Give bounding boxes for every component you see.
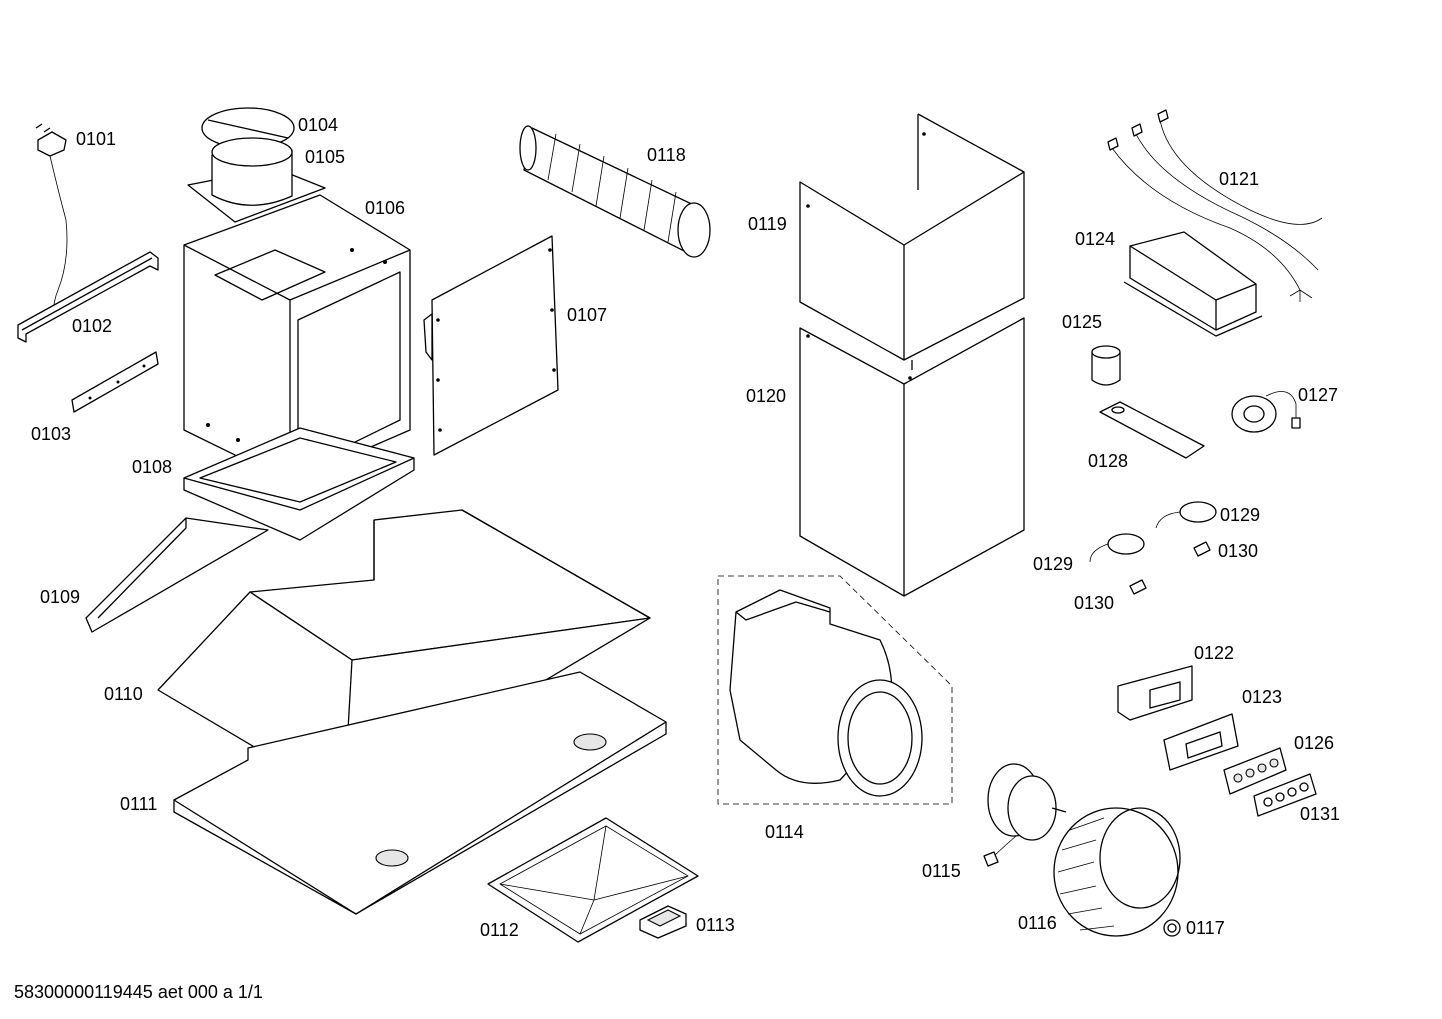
label-0118: 0118: [647, 145, 686, 165]
push-button-switch-icon: [1223, 747, 1287, 795]
button-cover-icon: [1253, 773, 1317, 817]
bulb-icon: [1193, 541, 1211, 557]
hood-base-icon: [173, 671, 667, 915]
label-0125: 0125: [1062, 312, 1103, 332]
blower-housing-icon: [717, 575, 953, 805]
label-0115: 0115: [922, 861, 961, 881]
power-cord-icon: [35, 123, 68, 319]
label-0103: 0103: [31, 424, 72, 444]
bracket-strip-icon: [71, 351, 159, 413]
label-0104: 0104: [298, 115, 339, 135]
label-0102: 0102: [72, 316, 113, 336]
housing-box-icon: [183, 194, 411, 483]
capacitor-icon: [1091, 345, 1121, 386]
label-0123: 0123: [1242, 687, 1283, 707]
filter-handle-icon: [639, 905, 687, 939]
label-0110: 0110: [104, 684, 143, 704]
frame-icon: [183, 427, 415, 541]
bulb-icon: [1129, 579, 1147, 595]
wire-harness-icon: [1107, 109, 1323, 302]
label-0111: 0111: [120, 794, 158, 814]
label-0126: 0126: [1294, 733, 1335, 753]
label-0129-lower: 0129: [1033, 554, 1074, 574]
fan-wheel-icon: [1053, 807, 1181, 937]
lower-chimney-icon: [799, 317, 1025, 597]
label-0109: 0109: [40, 587, 81, 607]
upper-chimney-icon: [799, 113, 1025, 361]
label-0117: 0117: [1186, 918, 1225, 938]
label-0128: 0128: [1088, 451, 1129, 471]
duct-collar-icon: [187, 137, 326, 223]
lamp-holder-icon: [1089, 533, 1145, 563]
label-0121: 0121: [1219, 169, 1260, 189]
label-0113: 0113: [696, 915, 735, 935]
label-0106: 0106: [365, 198, 406, 218]
label-0105: 0105: [305, 147, 346, 167]
control-box-icon: [1123, 231, 1263, 337]
label-0131: 0131: [1300, 804, 1341, 824]
capacitor-plate-icon: [1099, 401, 1205, 459]
motor-icon: [983, 763, 1067, 867]
label-0116: 0116: [1018, 913, 1057, 933]
switch-housing-icon: [1117, 665, 1193, 721]
label-0129-upper: 0129: [1220, 505, 1261, 525]
label-0122: 0122: [1194, 643, 1235, 663]
drawing-reference-number: 58300000119445 aet 000 a 1/1: [14, 982, 263, 1002]
label-0120: 0120: [746, 386, 787, 406]
label-0127: 0127: [1298, 385, 1339, 405]
switch-bracket-icon: [1163, 713, 1239, 771]
grease-filter-icon: [487, 817, 699, 943]
label-0114: 0114: [765, 822, 804, 842]
label-0112: 0112: [480, 920, 519, 940]
choke-coil-icon: [1231, 391, 1301, 433]
lamp-holder-icon: [1155, 501, 1217, 529]
nut-icon: [1163, 919, 1181, 937]
cover-strip-icon: [85, 517, 269, 633]
label-0130-lower: 0130: [1074, 593, 1115, 613]
flex-duct-icon: [519, 125, 711, 258]
mounting-bracket-icon: [17, 251, 159, 343]
label-0108: 0108: [132, 457, 173, 477]
label-0107: 0107: [567, 305, 608, 325]
label-0101: 0101: [76, 129, 117, 149]
label-0130-upper: 0130: [1218, 541, 1259, 561]
label-0124: 0124: [1075, 229, 1116, 249]
side-panel-icon: [423, 235, 559, 456]
label-0119: 0119: [748, 214, 787, 234]
